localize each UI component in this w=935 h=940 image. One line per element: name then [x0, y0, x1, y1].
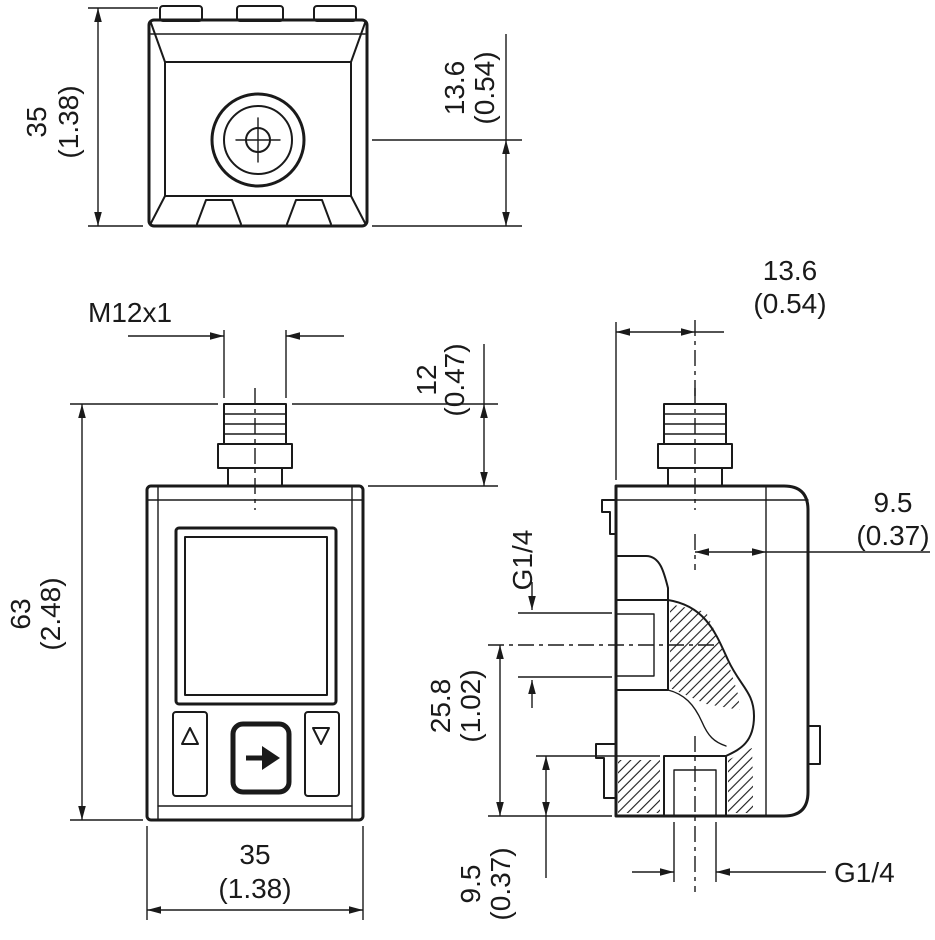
internal-profile	[667, 689, 727, 747]
display-screen	[184, 536, 328, 696]
rear-clip	[807, 725, 821, 765]
side-body-outline	[614, 484, 810, 818]
side-depth-dimension: 9.5 (0.37)	[694, 487, 930, 570]
side-port-spacing-dimension: 25.8 (1.02)	[425, 644, 714, 817]
top-view-chamfer	[150, 195, 166, 224]
display-bezel	[174, 526, 338, 706]
dim-label-top-offset-in: (0.54)	[469, 51, 500, 124]
top-view	[147, 5, 369, 228]
dim-label-depth-in: (0.37)	[856, 520, 929, 551]
dim-label-bottom-mm: 9.5	[455, 865, 486, 904]
connector-mid-circle	[223, 105, 293, 175]
side-port-bottom-label: G1/4	[632, 736, 895, 892]
dim-label-side-offset-in: (0.54)	[753, 288, 826, 319]
connector-outer-circle	[210, 92, 306, 188]
down-button	[304, 711, 340, 797]
dim-label-conn-mm: 12	[411, 364, 442, 395]
dim-label-height-mm: 63	[5, 598, 36, 629]
dim-label-thread: M12x1	[88, 297, 172, 328]
top-view-tab-right	[313, 5, 357, 22]
top-view-tab-left	[159, 5, 203, 22]
dim-label-top-height-mm: 35	[21, 106, 52, 137]
side-port-bottom	[663, 755, 727, 817]
dim-label-spacing-mm: 25.8	[425, 679, 456, 734]
enter-arrow-icon	[262, 746, 280, 770]
up-arrow-icon	[181, 727, 199, 745]
top-view-foot-left	[196, 199, 242, 225]
down-arrow-icon	[312, 727, 330, 745]
front-height-dimension: 63 (2.48)	[5, 403, 218, 821]
enter-button	[230, 721, 292, 795]
front-body-outline	[145, 484, 365, 822]
dim-label-port-top: G1/4	[507, 530, 538, 591]
front-thread-dimension: M12x1	[88, 297, 344, 398]
internal-profile	[615, 555, 669, 601]
top-view-foot-right	[286, 199, 332, 225]
internal-profile	[667, 599, 755, 757]
up-button	[172, 711, 208, 797]
front-view	[145, 388, 365, 822]
top-view-height-dimension: 35 (1.38)	[21, 7, 158, 227]
top-view-chamfer	[350, 195, 366, 224]
side-offset-dimension: 13.6 (0.54)	[615, 255, 827, 480]
side-port-top-label: G1/4	[507, 530, 612, 708]
top-view-chamfer	[350, 22, 366, 63]
top-view-chamfer	[150, 22, 166, 63]
section-hatch	[670, 604, 740, 710]
section-hatch	[728, 748, 753, 813]
dim-label-spacing-in: (1.02)	[455, 669, 486, 742]
side-bottom-depth-dimension: 9.5 (0.37)	[455, 755, 660, 921]
front-clip-top	[601, 499, 617, 535]
front-clip-bottom	[595, 743, 617, 799]
dim-label-bottom-in: (0.37)	[485, 847, 516, 920]
top-view-tab-center	[236, 5, 284, 22]
dim-label-top-height-in: (1.38)	[53, 85, 84, 158]
dim-label-depth-mm: 9.5	[874, 487, 913, 518]
dim-label-top-offset-mm: 13.6	[439, 61, 470, 116]
section-hatch	[618, 760, 660, 813]
top-view-offset-dimension: 13.6 (0.54)	[372, 34, 522, 227]
side-view	[595, 388, 821, 818]
front-width-dimension: 35 (1.38)	[146, 826, 364, 920]
dim-label-conn-in: (0.47)	[439, 343, 470, 416]
dim-label-side-offset-mm: 13.6	[763, 255, 818, 286]
dim-label-width-mm: 35	[239, 839, 270, 870]
front-connector-height-dimension: 12 (0.47)	[292, 343, 498, 487]
dim-label-width-in: (1.38)	[218, 873, 291, 904]
dim-label-port-bottom: G1/4	[834, 857, 895, 888]
dim-label-height-in: (2.48)	[35, 577, 66, 650]
